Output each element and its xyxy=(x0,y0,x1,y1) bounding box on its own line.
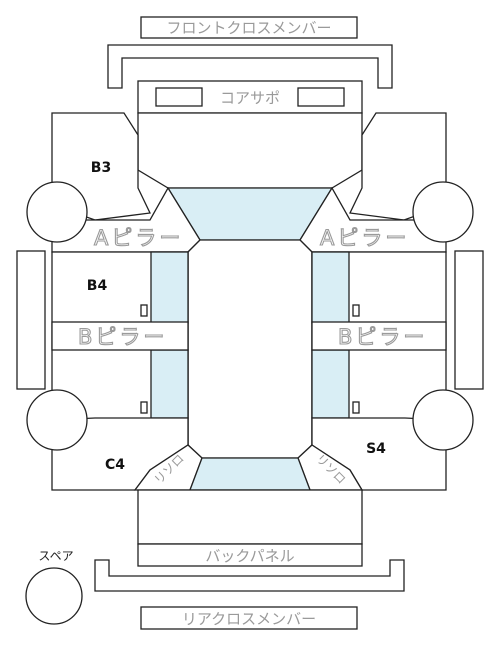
b-pillar-left[interactable] xyxy=(51,321,189,351)
rear-cross-member-label: リアクロスメンバー xyxy=(182,610,316,628)
rear-right-wheel[interactable] xyxy=(412,389,474,451)
right-rear-door-glass[interactable] xyxy=(311,349,350,419)
front-right-wheel[interactable] xyxy=(412,181,474,243)
front-left-code: B3 xyxy=(91,160,111,176)
trunk-lid[interactable] xyxy=(137,489,363,545)
left-rear-door-handle xyxy=(140,401,148,414)
back-panel-label: バックパネル xyxy=(205,547,294,565)
core-support-label: コアサポ xyxy=(220,89,280,107)
rear-left-wheel[interactable] xyxy=(26,389,88,451)
rear-left-code: C4 xyxy=(105,457,125,473)
spare-tire[interactable] xyxy=(25,567,83,625)
spare-label: スペア xyxy=(38,549,73,563)
back-panel-box[interactable] xyxy=(137,543,363,567)
left-front-door-handle xyxy=(140,304,148,317)
right-front-door-glass[interactable] xyxy=(311,251,350,324)
front-bumper[interactable] xyxy=(107,44,393,89)
left-rocker-panel[interactable] xyxy=(16,250,46,390)
rear-right-code: S4 xyxy=(366,441,386,457)
roof-panel[interactable] xyxy=(187,239,313,459)
rear-cross-member-box[interactable] xyxy=(140,606,358,630)
core-support-right-block xyxy=(297,87,345,107)
core-support-left-block xyxy=(155,87,203,107)
b-pillar-right-label: Bピラー xyxy=(338,325,427,349)
rear-window[interactable] xyxy=(189,457,311,491)
right-rear-door-handle xyxy=(352,401,360,414)
rear-bumper[interactable] xyxy=(94,559,405,592)
front-left-wheel[interactable] xyxy=(26,181,88,243)
a-pillar-right-label: Aピラー xyxy=(320,226,409,250)
front-cross-member-label: フロントクロスメンバー xyxy=(166,19,331,37)
front-cross-member-box[interactable] xyxy=(140,16,358,39)
middle-left-code: B4 xyxy=(87,278,108,294)
b-pillar-right[interactable] xyxy=(311,321,447,351)
hood-compartment[interactable] xyxy=(137,112,363,189)
right-rocker-panel[interactable] xyxy=(454,250,484,390)
right-front-door-handle xyxy=(352,304,360,317)
b-pillar-left-label: Bピラー xyxy=(78,325,167,349)
left-rear-door-glass[interactable] xyxy=(150,349,189,419)
left-front-door-glass[interactable] xyxy=(150,251,189,324)
a-pillar-left-label: Aピラー xyxy=(94,226,183,250)
